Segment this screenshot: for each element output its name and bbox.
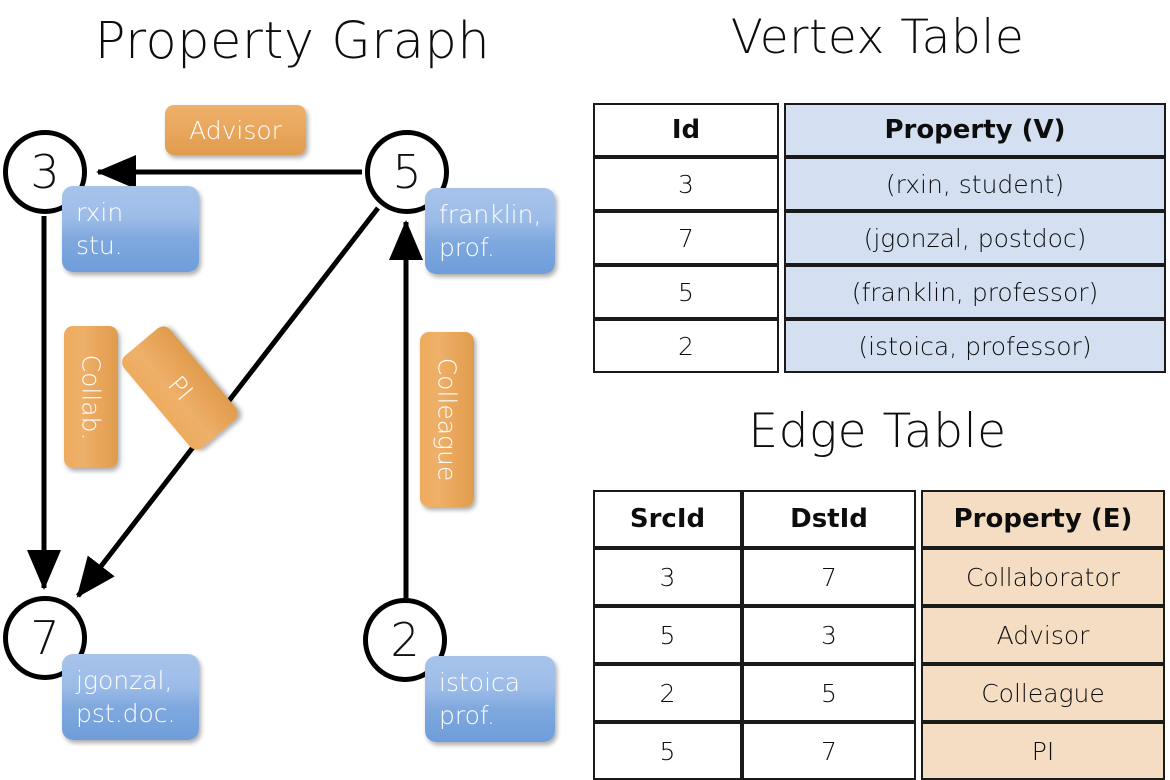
table-row[interactable]: 5 3 Advisor	[593, 606, 1165, 664]
edge-label-colleague-text: Colleague	[432, 357, 462, 482]
table-row[interactable]: 2 (istoica, professor)	[593, 319, 1166, 373]
vertex-table-header-row: Id Property (V)	[593, 103, 1166, 157]
vertex-row-0-property: (rxin, student)	[784, 157, 1166, 211]
edge-label-advisor-text: Advisor	[189, 115, 282, 145]
property-graph-panel: Property Graph 3 5 7 2 rxin stu. frankli…	[0, 0, 585, 760]
vertex-property-box-2: istoica prof.	[425, 656, 555, 742]
page-title-edge-table: Edge Table	[748, 404, 1007, 459]
edge-row-0-property: Collaborator	[921, 548, 1165, 606]
vertex-row-3-property: (istoica, professor)	[784, 319, 1166, 373]
edge-row-2-dst: 5	[742, 664, 916, 722]
edge-row-0-dst: 7	[742, 548, 916, 606]
table-row[interactable]: 2 5 Colleague	[593, 664, 1165, 722]
vertex-row-1-id: 7	[593, 211, 779, 265]
edge-row-2-property: Colleague	[921, 664, 1165, 722]
edge-row-0-src: 3	[593, 548, 742, 606]
table-row[interactable]: 5 (franklin, professor)	[593, 265, 1166, 319]
edge-label-colleague: Colleague	[420, 332, 474, 507]
vertex-table-header-id: Id	[593, 103, 779, 157]
vertex-row-3-id: 2	[593, 319, 779, 373]
graph-node-5-label: 5	[392, 145, 422, 199]
edge-row-1-property: Advisor	[921, 606, 1165, 664]
edge-table-header-srcid: SrcId	[593, 490, 742, 548]
page-title-vertex-table: Vertex Table	[730, 10, 1025, 65]
edge-label-collab-text: Collab.	[76, 354, 106, 440]
vertex-property-box-3-line2: stu.	[76, 231, 123, 261]
vertex-row-1-property: (jgonzal, postdoc)	[784, 211, 1166, 265]
page-title-property-graph: Property Graph	[94, 12, 491, 71]
graph-node-3-label: 3	[30, 145, 60, 199]
edge-label-pi-text: PI	[161, 370, 199, 406]
edge-row-3-src: 5	[593, 722, 742, 780]
edge-row-3-property: PI	[921, 722, 1165, 780]
vertex-row-2-id: 5	[593, 265, 779, 319]
edge-label-advisor: Advisor	[165, 105, 306, 155]
vertex-property-box-5-line2: prof.	[439, 233, 495, 263]
vertex-property-box-2-line2: prof.	[439, 701, 495, 731]
vertex-table: Id Property (V) 3 (rxin, student) 7 (jgo…	[593, 103, 1166, 373]
graph-node-2[interactable]: 2	[363, 598, 447, 682]
edge-table: SrcId DstId Property (E) 3 7 Collaborato…	[593, 490, 1165, 780]
graph-node-5[interactable]: 5	[365, 130, 449, 214]
graph-node-7-label: 7	[30, 611, 60, 665]
table-row[interactable]: 3 (rxin, student)	[593, 157, 1166, 211]
vertex-property-box-7-line1: jgonzal,	[76, 666, 173, 695]
edge-table-header-dstid: DstId	[742, 490, 916, 548]
vertex-table-header-property: Property (V)	[784, 103, 1166, 157]
vertex-property-box-3: rxin stu.	[62, 186, 199, 272]
edge-table-header-row: SrcId DstId Property (E)	[593, 490, 1165, 548]
edge-row-1-src: 5	[593, 606, 742, 664]
edge-row-2-src: 2	[593, 664, 742, 722]
edge-row-1-dst: 3	[742, 606, 916, 664]
edge-label-collab: Collab.	[64, 326, 118, 468]
vertex-row-0-id: 3	[593, 157, 779, 211]
table-row[interactable]: 7 (jgonzal, postdoc)	[593, 211, 1166, 265]
vertex-property-box-2-line1: istoica	[439, 668, 521, 697]
vertex-property-box-3-line1: rxin	[76, 198, 124, 227]
vertex-property-box-5: franklin, prof.	[425, 188, 555, 274]
table-row[interactable]: 5 7 PI	[593, 722, 1165, 780]
edge-row-3-dst: 7	[742, 722, 916, 780]
graph-node-2-label: 2	[390, 613, 420, 667]
vertex-property-box-5-line1: franklin,	[439, 200, 542, 229]
vertex-row-2-property: (franklin, professor)	[784, 265, 1166, 319]
vertex-property-box-7-line2: pst.doc.	[76, 699, 176, 729]
table-row[interactable]: 3 7 Collaborator	[593, 548, 1165, 606]
vertex-property-box-7: jgonzal, pst.doc.	[62, 654, 199, 740]
edge-table-header-property: Property (E)	[921, 490, 1165, 548]
